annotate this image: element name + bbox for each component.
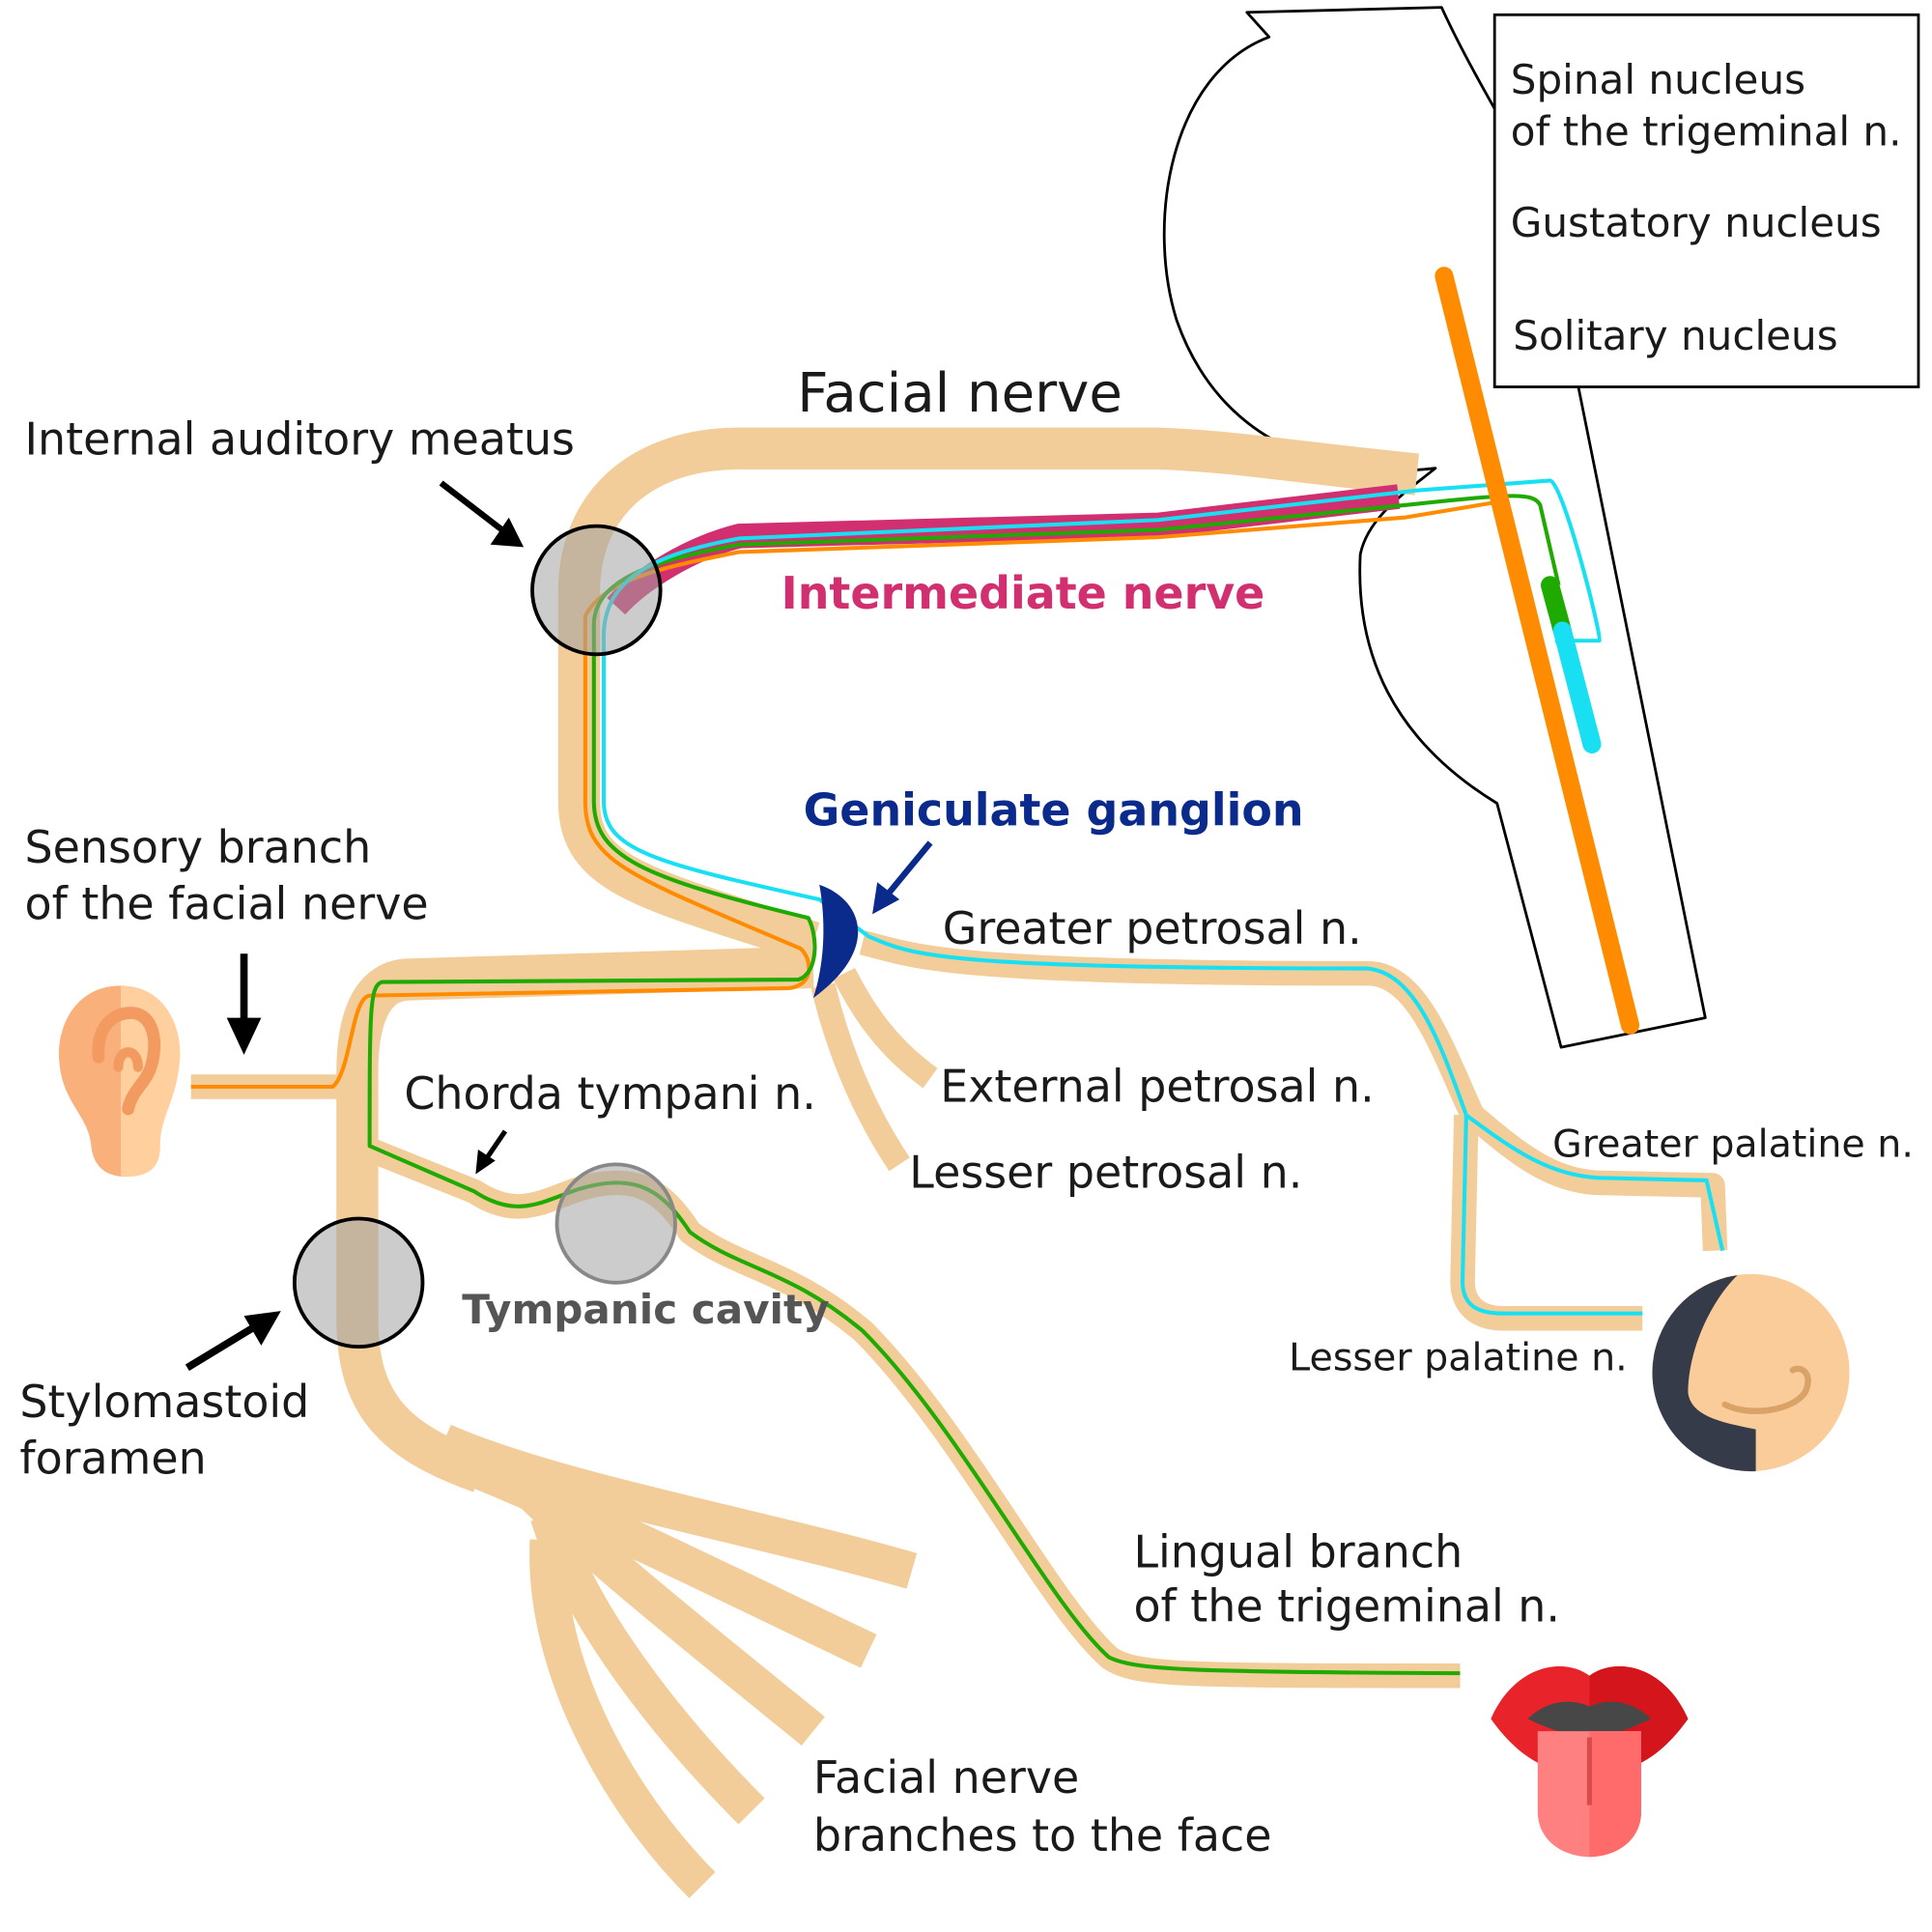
arrow-ganglion-head	[872, 882, 900, 915]
face-branch-2	[461, 1449, 877, 1668]
lesser-petrosal-trunk	[810, 982, 910, 1172]
nose-icon	[1652, 1273, 1850, 1472]
solitary-nucleus	[1552, 621, 1602, 753]
tympanic-cavity-circle	[554, 1162, 677, 1285]
arrow-meatus	[439, 480, 507, 535]
greater-palatine-label: Greater palatine n.	[1552, 1122, 1914, 1167]
arrows	[185, 480, 933, 1372]
legend-solitary: Solitary nucleus	[1513, 312, 1837, 359]
arrow-stylomastoid	[185, 1322, 259, 1372]
stylomastoid-label-line2: foramen	[19, 1433, 206, 1485]
arrow-chorda	[484, 1129, 508, 1160]
legend: Spinal nucleus of the trigeminal n. Gust…	[1492, 13, 1920, 388]
facial-nerve-trunk	[557, 427, 1419, 963]
facial-nerve-label: Facial nerve	[797, 362, 1122, 425]
arrow-stylomastoid-head	[243, 1311, 281, 1346]
external-petrosal-trunk	[833, 967, 938, 1089]
legend-spinal-line2: of the trigeminal n.	[1511, 108, 1902, 156]
arrow-chorda-head	[475, 1150, 496, 1175]
sensory-branch-label-line1: Sensory branch	[25, 821, 372, 873]
greater-petrosal-label: Greater petrosal n.	[943, 902, 1362, 954]
cyan-fiber	[601, 478, 1725, 1316]
internal-auditory-meatus-label: Internal auditory meatus	[25, 413, 575, 466]
spinal-trigeminal-nucleus	[1435, 267, 1640, 1035]
lingual-branch-label-line2: of the trigeminal n.	[1133, 1580, 1560, 1633]
internal-auditory-meatus-circle	[530, 524, 663, 657]
arrow-sensory-head	[226, 1017, 262, 1055]
tympanic-cavity-label: Tympanic cavity	[462, 1286, 829, 1333]
mouth-tongue-icon	[1491, 1665, 1689, 1858]
intermediate-nerve-label: Intermediate nerve	[781, 567, 1265, 619]
chorda-tympani-label: Chorda tympani n.	[404, 1067, 815, 1120]
lesser-palatine-label: Lesser palatine n.	[1289, 1335, 1628, 1379]
legend-gustatory: Gustatory nucleus	[1511, 199, 1882, 246]
geniculate-ganglion-label: Geniculate ganglion	[804, 784, 1304, 837]
stylomastoid-label-line1: Stylomastoid	[19, 1376, 309, 1428]
stylomastoid-foramen-circle	[292, 1216, 425, 1350]
face-branch-5	[529, 1539, 716, 1899]
lingual-branch-label-line1: Lingual branch	[1133, 1525, 1463, 1577]
arrow-meatus-head	[490, 517, 525, 548]
geniculate-ganglion	[812, 884, 859, 999]
face-branches-label-line2: branches to the face	[813, 1809, 1272, 1861]
face-branches-label-line1: Facial nerve	[813, 1751, 1079, 1804]
legend-spinal-line1: Spinal nucleus	[1511, 56, 1805, 103]
ear-icon	[58, 985, 181, 1178]
lesser-petrosal-label: Lesser petrosal n.	[909, 1147, 1302, 1199]
sensory-branch-label-line2: of the facial nerve	[25, 878, 429, 930]
arrow-ganglion	[887, 840, 933, 895]
external-petrosal-label: External petrosal n.	[940, 1060, 1374, 1112]
